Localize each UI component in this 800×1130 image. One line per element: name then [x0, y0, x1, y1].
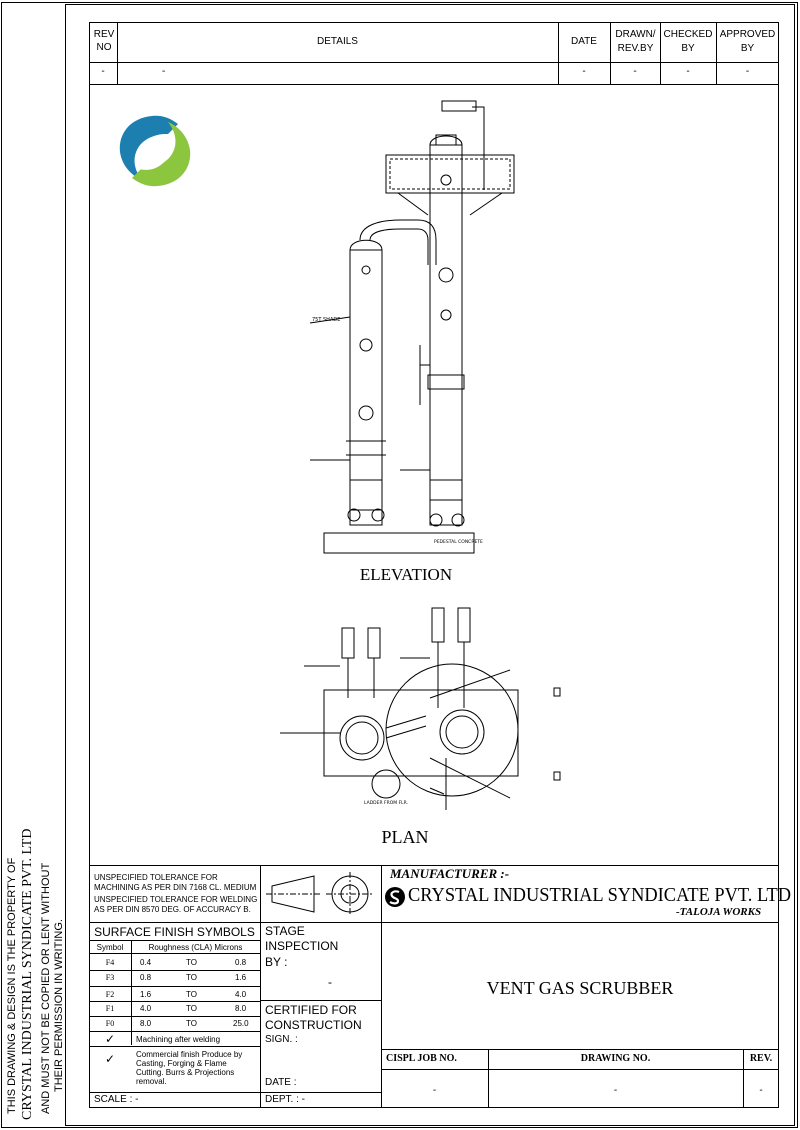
drawing-no-label: DRAWING NO. [580, 1053, 651, 1064]
header-approved: APPROVED BY [719, 29, 776, 54]
projection-symbol [266, 872, 374, 916]
finish-from: 8.0 [140, 1019, 152, 1028]
row-approved: - [745, 66, 750, 77]
plan-title: PLAN [381, 827, 429, 847]
finish-to: 4.0 [235, 990, 247, 999]
tolerance-line4: AS PER DIN 8570 DEG. OF ACCURACY B. [94, 905, 251, 914]
row-rev-no: - [101, 66, 105, 77]
commercial-check-icon: ✓ [104, 1052, 116, 1066]
works-label: -TALOJA WORKS [676, 906, 762, 918]
finish-to-word: TO [186, 1019, 197, 1028]
dept-label: DEPT. : - [265, 1094, 306, 1105]
header-details: DETAILS [317, 36, 358, 47]
row-details: - [162, 66, 166, 77]
elevation-drawing: 75T SHADE PEDESTAL CONCRETE [309, 100, 515, 554]
finish-from: 1.6 [140, 990, 152, 999]
row-date: - [582, 66, 586, 77]
large-vessel-circle [385, 663, 519, 797]
finish-to: 1.6 [235, 973, 247, 982]
inspection-by-label: BY : [265, 955, 288, 969]
col-symbol: Symbol [96, 943, 124, 952]
date-label: DATE : [265, 1077, 297, 1088]
content-frame [89, 22, 779, 1108]
commercial-note: Commercial finish Produce by Casting, Fo… [136, 1050, 243, 1086]
short-scrubber [349, 249, 383, 511]
manufacturer-label: MANUFACTURER :- [390, 866, 510, 881]
check-icon: ✓ [104, 1032, 116, 1046]
stage-title: STAGE [265, 924, 305, 938]
header-drawn: DRAWN/ REV.BY [615, 29, 656, 54]
inner-border [65, 4, 795, 1126]
tolerance-line1: UNSPECIFIED TOLERANCE FOR [94, 873, 218, 882]
property-note-line2: CRYSTAL INDUSTRIAL SYNDICATE PVT. LTD [20, 828, 35, 1120]
finish-to: 0.8 [235, 958, 247, 967]
col-roughness: Roughness (CLA) Microns [148, 943, 243, 952]
tolerance-line3: UNSPECIFIED TOLERANCE FOR WELDING [94, 895, 258, 904]
drawing-no-value: - [613, 1085, 618, 1096]
finish-to-word: TO [186, 1004, 197, 1013]
elevation-title: ELEVATION [359, 565, 453, 584]
concrete-label: PEDESTAL CONCRETE [434, 539, 483, 545]
inspection-by-value: - [328, 975, 332, 989]
property-note: THIS DRAWING & DESIGN IS THE PROPERTY OF… [6, 780, 66, 1120]
property-note-line1: THIS DRAWING & DESIGN IS THE PROPERTY OF [6, 857, 18, 1114]
plan-drawing: LADDER FROM FLR. [280, 607, 561, 810]
row-checked: - [686, 66, 690, 77]
company-logo [119, 115, 191, 187]
finish-from: 0.4 [140, 958, 152, 967]
job-value: - [432, 1085, 437, 1096]
concrete-pedestal [323, 532, 475, 554]
header-checked: CHECKED BY [663, 29, 713, 54]
header-rev-no: REV NO [93, 29, 115, 53]
sign-label: SIGN. : [265, 1034, 298, 1045]
surface-finish-title: SURFACE FINISH SYMBOLS [94, 925, 255, 939]
drawing-title: VENT GAS SCRUBBER [486, 978, 674, 998]
scale-note: 75T SHADE [312, 317, 340, 323]
finish-to: 8.0 [235, 1004, 247, 1013]
inspection-title: INSPECTION [265, 939, 339, 953]
finish-from: 4.0 [140, 1004, 152, 1013]
property-note-line4: THEIR PERMISSION IN WRITING. [53, 919, 65, 1092]
finish-to: 25.0 [233, 1019, 249, 1028]
property-note-line3: AND MUST NOT BE COPIED OR LENT WITHOUT [40, 862, 52, 1114]
finish-from: 0.8 [140, 973, 152, 982]
company-mark-icon [385, 887, 405, 907]
plan-base [323, 689, 519, 777]
company-name: CRYSTAL INDUSTRIAL SYNDICATE PVT. LTD [408, 884, 792, 906]
job-label: CISPL JOB NO. [386, 1053, 457, 1064]
finish-to-word: TO [186, 990, 197, 999]
finish-symbol: F2 [105, 990, 115, 999]
ladder-label: LADDER FROM FLR. [364, 800, 408, 806]
scale-label: SCALE : - [94, 1094, 139, 1105]
finish-symbol: F1 [105, 1004, 115, 1013]
tolerance-line2: MACHINING AS PER DIN 7168 CL. MEDIUM [94, 883, 257, 892]
row-drawn: - [633, 66, 637, 77]
machining-note: Machining after welding [136, 1035, 221, 1044]
tall-column [429, 144, 463, 526]
certified-line1: CERTIFIED FOR [265, 1003, 357, 1017]
rev-label: REV. [749, 1053, 773, 1064]
header-date: DATE [571, 36, 597, 47]
platform [385, 154, 515, 194]
certified-line2: CONSTRUCTION [265, 1018, 362, 1032]
finish-symbol: F3 [105, 973, 115, 982]
rev-value: - [759, 1085, 763, 1096]
finish-to-word: TO [186, 958, 197, 967]
finish-to-word: TO [186, 973, 197, 982]
finish-symbol: F4 [105, 958, 115, 967]
finish-symbol: F0 [105, 1019, 115, 1028]
